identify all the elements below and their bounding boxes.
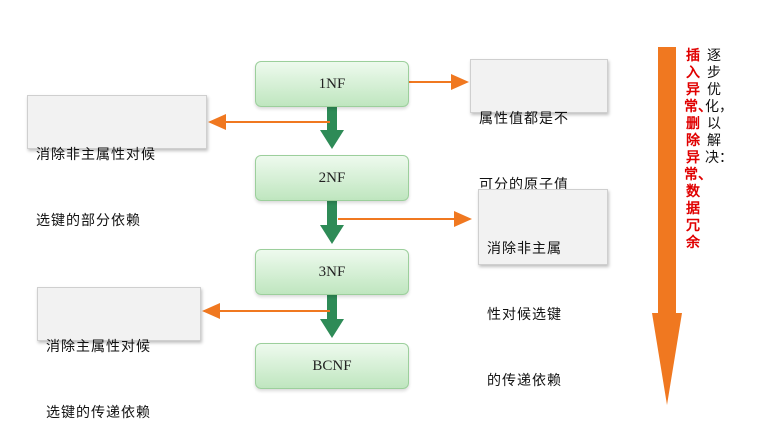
down-arrow-3: [320, 295, 344, 338]
level-box-2nf: 2NF: [255, 155, 409, 201]
note-line: 选键的传递依赖: [46, 405, 151, 421]
note-transitive-nonprime: 消除非主属 性对候选键 的传递依赖: [478, 189, 608, 389]
note-line: 消除主属性对候: [46, 339, 151, 355]
note-partial-dependency: 消除非主属性对候 选键的部分依赖: [27, 95, 207, 229]
side-caption-red: 插入异常、删除异常、数据冗余: [684, 48, 712, 251]
big-down-arrow: [652, 47, 682, 405]
down-arrow-1: [320, 106, 344, 149]
down-arrow-2: [320, 201, 344, 244]
level-box-1nf: 1NF: [255, 61, 409, 107]
level-box-bcnf: BCNF: [255, 343, 409, 389]
note-line: 的传递依赖: [487, 373, 562, 389]
side-caption-black: 逐步优化，以解决：: [705, 48, 733, 166]
note-line: 消除非主属: [487, 241, 562, 257]
note-line: 消除非主属性对候: [36, 147, 156, 163]
note-atomic-values: 属性值都是不 可分的原子值: [470, 59, 608, 193]
level-box-3nf: 3NF: [255, 249, 409, 295]
note-line: 属性值都是不: [479, 111, 569, 127]
note-line: 选键的部分依赖: [36, 213, 141, 229]
note-transitive-prime: 消除主属性对候 选键的传递依赖: [37, 287, 201, 421]
note-line: 性对候选键: [487, 307, 562, 323]
